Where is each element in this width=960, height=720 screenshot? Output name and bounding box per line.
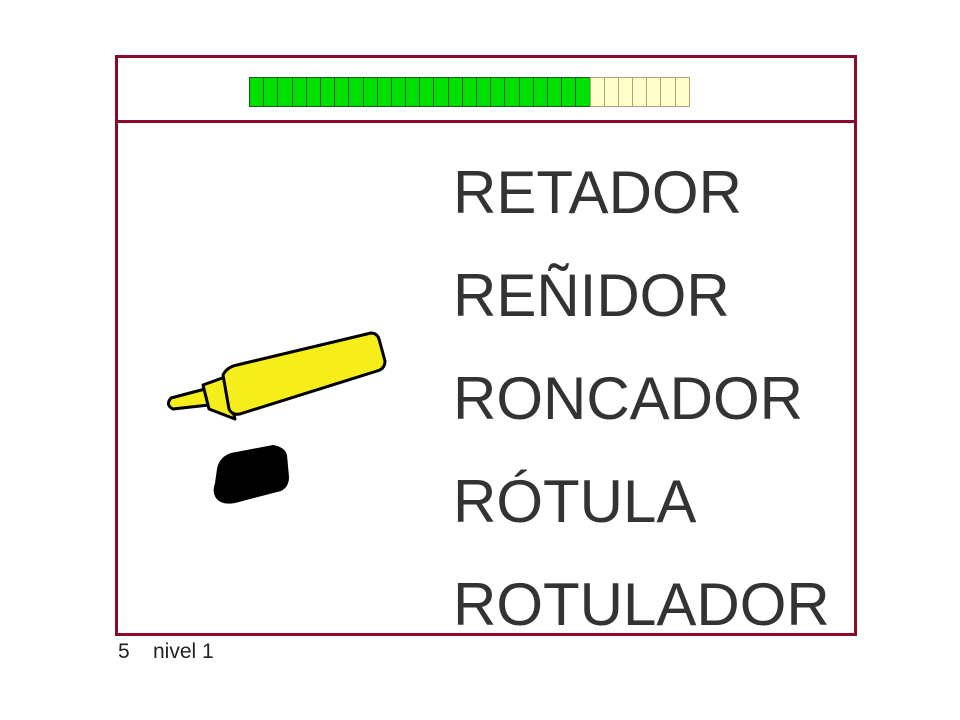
word-item: RÓTULA (453, 468, 697, 535)
progress-segment (277, 77, 293, 107)
progress-segment (334, 77, 350, 107)
page-number: 5 (118, 640, 130, 663)
level-label: nivel 1 (153, 640, 214, 663)
progress-segment (390, 77, 407, 107)
progress-segment (532, 77, 548, 107)
progress-segment (249, 77, 265, 107)
slide-frame: RETADOR REÑIDOR RONCADOR RÓTULA ROTULADO… (115, 55, 857, 638)
progress-segment (305, 77, 321, 107)
progress-segment (561, 77, 577, 107)
progress-segment (660, 77, 676, 107)
progress-segment (419, 77, 435, 107)
progress-segment (504, 77, 520, 107)
progress-segment (589, 77, 605, 107)
progress-segment (518, 77, 534, 107)
progress-segment (476, 77, 492, 107)
progress-segment (405, 77, 421, 107)
progress-segment (674, 77, 690, 107)
progress-bar (249, 77, 690, 107)
word-item: ROTULADOR (453, 571, 830, 638)
progress-segment (461, 77, 477, 107)
header-divider (118, 120, 854, 123)
word-list: RETADOR REÑIDOR RONCADOR RÓTULA ROTULADO… (453, 141, 830, 656)
progress-segment (632, 77, 648, 107)
word-item: REÑIDOR (453, 262, 730, 329)
progress-segment (603, 77, 619, 107)
progress-segment (546, 77, 563, 107)
word-item: RETADOR (453, 159, 742, 226)
progress-segment (575, 77, 591, 107)
progress-segment (646, 77, 662, 107)
progress-segment (447, 77, 463, 107)
progress-segment (433, 77, 449, 107)
progress-segment (362, 77, 378, 107)
progress-segment (617, 77, 634, 107)
progress-segment (348, 77, 364, 107)
word-item: RONCADOR (453, 365, 804, 432)
progress-segment (291, 77, 307, 107)
progress-segment (490, 77, 506, 107)
progress-segment (319, 77, 336, 107)
progress-segment (376, 77, 392, 107)
highlighter-marker-icon (166, 331, 387, 504)
progress-segment (263, 77, 279, 107)
